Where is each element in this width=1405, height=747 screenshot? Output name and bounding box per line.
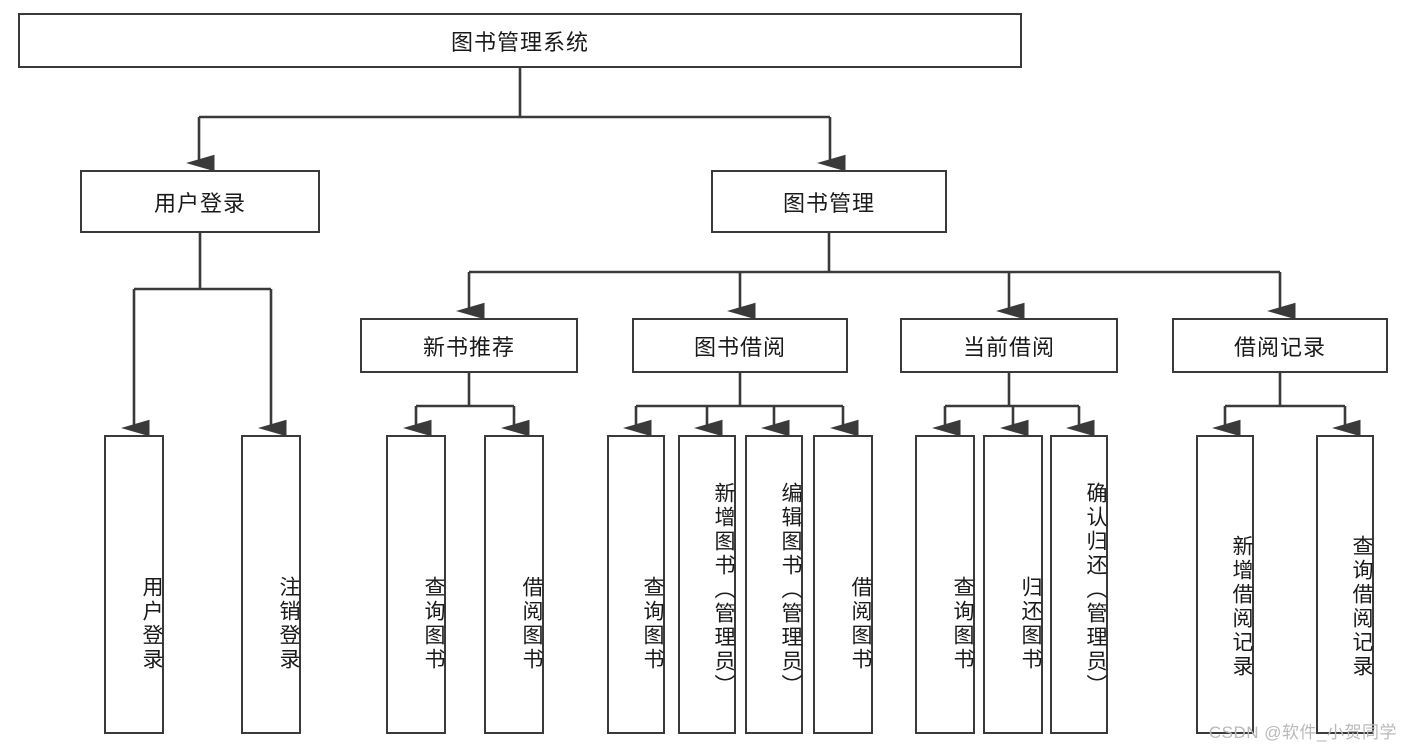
leaf-query-book-newbook[interactable]: 查询图书: [386, 435, 446, 734]
node-new-book-recommend[interactable]: 新书推荐: [360, 318, 578, 373]
node-book-management[interactable]: 图书管理: [711, 170, 947, 233]
node-book-management-label: 图书管理: [782, 190, 875, 216]
leaf-logout[interactable]: 注销登录: [241, 435, 301, 734]
leaf-add-borrow-record-label: 新增借阅记录: [1230, 534, 1253, 679]
leaf-user-login-label: 用户登录: [140, 575, 163, 672]
leaf-edit-book-admin-label: 编辑图书（管理员）: [779, 481, 802, 698]
watermark-text: CSDN @软件_小贺同学: [1208, 723, 1397, 742]
node-book-borrow[interactable]: 图书借阅: [632, 318, 848, 373]
leaf-add-book-admin[interactable]: 新增图书（管理员）: [678, 435, 736, 734]
node-user-login[interactable]: 用户登录: [80, 170, 320, 233]
node-new-book-recommend-label: 新书推荐: [422, 334, 515, 360]
leaf-return-book[interactable]: 归还图书: [983, 435, 1043, 734]
leaf-query-book-newbook-label: 查询图书: [422, 575, 445, 672]
node-borrow-record-label: 借阅记录: [1233, 334, 1326, 360]
leaf-add-borrow-record[interactable]: 新增借阅记录: [1196, 435, 1254, 734]
leaf-borrow-book-newbook-label: 借阅图书: [520, 575, 543, 672]
leaf-query-borrow-record[interactable]: 查询借阅记录: [1316, 435, 1374, 734]
leaf-edit-book-admin[interactable]: 编辑图书（管理员）: [745, 435, 803, 734]
leaf-confirm-return-admin[interactable]: 确认归还（管理员）: [1050, 435, 1108, 734]
leaf-logout-label: 注销登录: [277, 575, 300, 672]
leaf-query-book-current[interactable]: 查询图书: [915, 435, 975, 734]
node-root-label: 图书管理系统: [450, 29, 589, 55]
leaf-confirm-return-admin-label: 确认归还（管理员）: [1084, 481, 1107, 698]
leaf-query-book-borrow[interactable]: 查询图书: [607, 435, 665, 734]
leaf-lend-book[interactable]: 借阅图书: [813, 435, 873, 734]
node-borrow-record[interactable]: 借阅记录: [1172, 318, 1388, 373]
leaf-user-login[interactable]: 用户登录: [104, 435, 164, 734]
node-root[interactable]: 图书管理系统: [18, 13, 1022, 68]
node-book-borrow-label: 图书借阅: [693, 334, 786, 360]
leaf-add-book-admin-label: 新增图书（管理员）: [712, 481, 735, 698]
leaf-borrow-book-newbook[interactable]: 借阅图书: [484, 435, 544, 734]
leaf-return-book-label: 归还图书: [1019, 575, 1042, 672]
leaf-query-book-current-label: 查询图书: [951, 575, 974, 672]
node-user-login-label: 用户登录: [153, 190, 246, 216]
leaf-query-borrow-record-label: 查询借阅记录: [1350, 534, 1373, 679]
leaf-query-book-borrow-label: 查询图书: [641, 575, 664, 672]
node-current-borrow-label: 当前借阅: [962, 334, 1055, 360]
node-current-borrow[interactable]: 当前借阅: [900, 318, 1118, 373]
leaf-lend-book-label: 借阅图书: [849, 575, 872, 672]
